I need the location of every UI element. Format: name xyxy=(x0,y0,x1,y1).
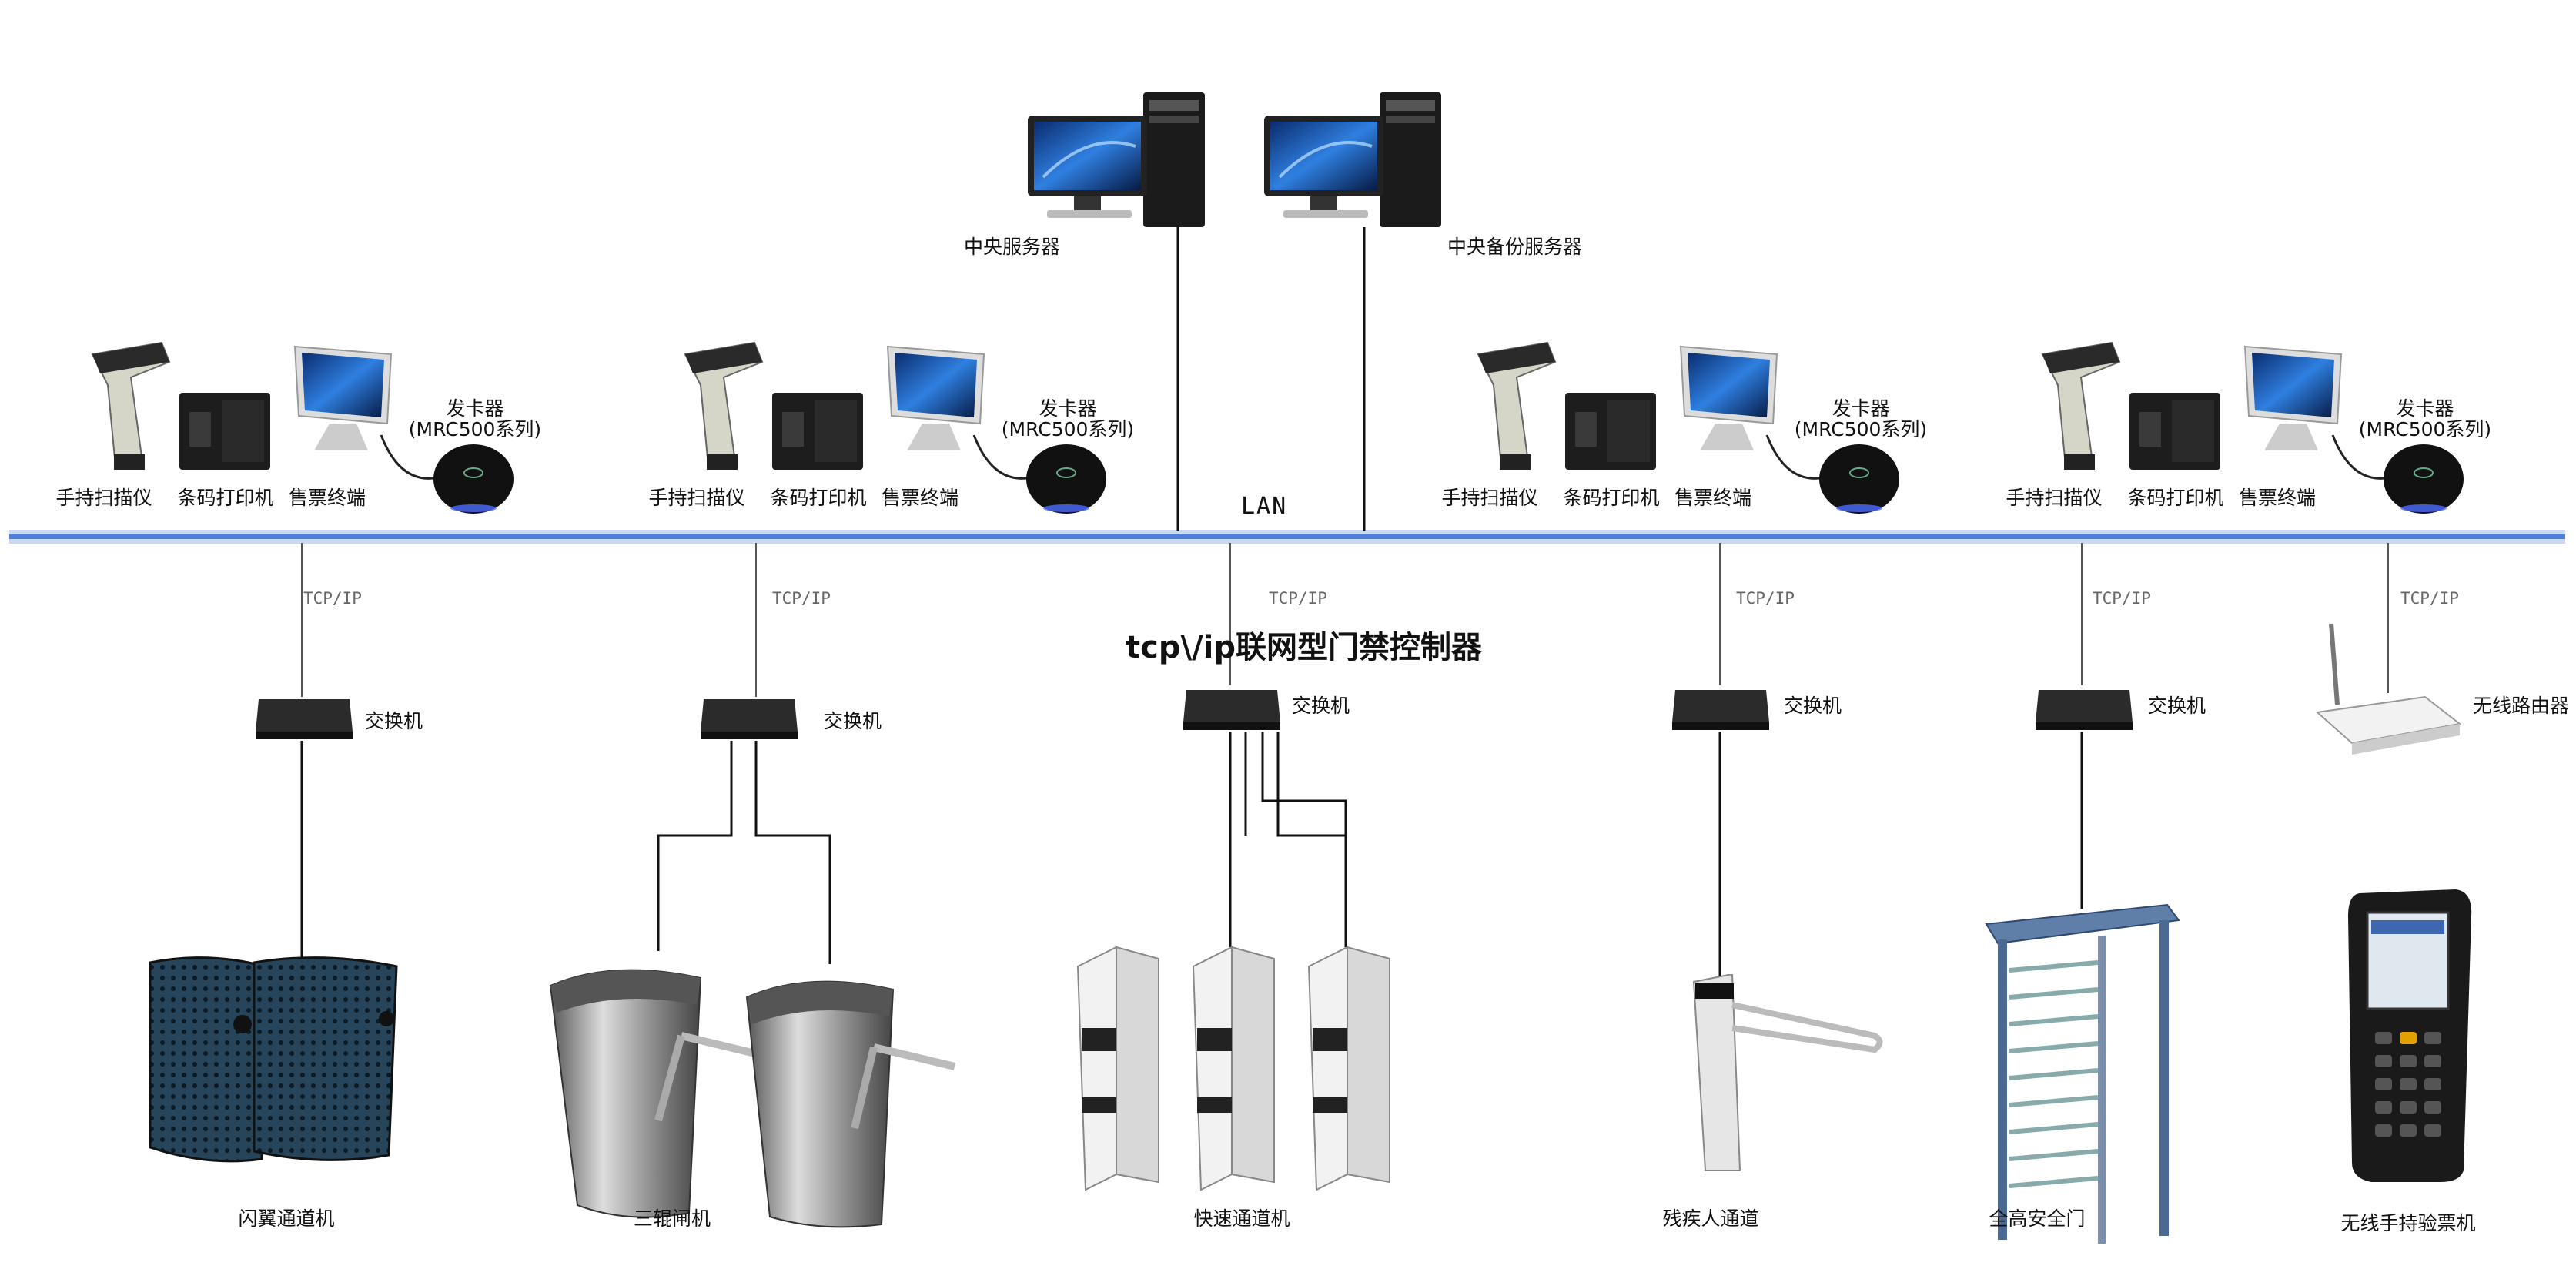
printer-label: 条码打印机 xyxy=(177,487,274,509)
switch-icon xyxy=(1183,690,1280,730)
card-issuer-model: (MRC500系列) xyxy=(408,418,542,440)
ticket-terminal-icon xyxy=(1679,345,1778,450)
card-issuer-icon xyxy=(1026,444,1106,514)
card-issuer-icon xyxy=(433,444,514,514)
card-issuer-label: 发卡器 xyxy=(1832,397,1890,420)
server-computer-icon xyxy=(1028,92,1205,227)
card-issuer-icon xyxy=(2384,444,2464,514)
card-issuer-label: 发卡器 xyxy=(446,397,504,420)
handheld-scanner-icon xyxy=(1477,341,1557,470)
switch-icon xyxy=(256,699,353,739)
endpoint-label: 三辊闸机 xyxy=(633,1207,711,1230)
backup-server-label: 中央备份服务器 xyxy=(1447,236,1583,258)
barcode-printer-icon xyxy=(772,393,863,470)
switch-icon xyxy=(701,699,798,739)
handheld-scanner-icon xyxy=(91,341,171,470)
barcode-printer-icon xyxy=(2129,393,2220,470)
handheld-ticket-checker-icon xyxy=(2348,889,2472,1182)
switch-label: 交换机 xyxy=(2148,695,2206,717)
tcp-label: TCP/IP xyxy=(2093,589,2151,608)
card-issuer-label: 发卡器 xyxy=(1039,397,1097,420)
scanner-label: 手持扫描仪 xyxy=(648,487,745,509)
tcp-label: TCP/IP xyxy=(303,589,362,608)
endpoint-label: 残疾人通道 xyxy=(1662,1207,1759,1230)
terminal-label: 售票终端 xyxy=(2238,487,2317,509)
printer-label: 条码打印机 xyxy=(2127,487,2224,509)
terminal-label: 售票终端 xyxy=(288,487,366,509)
tcp-label: TCP/IP xyxy=(2400,589,2459,608)
card-issuer-label: 发卡器 xyxy=(2396,397,2454,420)
handheld-scanner-icon xyxy=(2041,341,2121,470)
terminal-label: 售票终端 xyxy=(881,487,959,509)
backup-server-computer-icon xyxy=(1264,92,1441,227)
full-height-turnstile-icon xyxy=(1985,903,2180,1244)
tcp-label: TCP/IP xyxy=(772,589,831,608)
disabled-access-gate-icon xyxy=(1692,974,1883,1171)
ticket-terminal-icon xyxy=(293,345,393,450)
tripod-turnstile-icon xyxy=(549,969,956,1228)
ticket-terminal-icon xyxy=(886,345,985,450)
terminal-label: 售票终端 xyxy=(1674,487,1752,509)
scanner-label: 手持扫描仪 xyxy=(2006,487,2103,509)
switch-icon xyxy=(2036,690,2133,730)
switch-label: 交换机 xyxy=(1784,695,1842,717)
tcp-label: TCP/IP xyxy=(1736,589,1795,608)
diagram-title: tcp\/ip联网型门禁控制器 xyxy=(1126,630,1483,665)
switch-icon xyxy=(1672,690,1769,730)
endpoint-label: 全高安全门 xyxy=(1989,1207,2086,1230)
printer-label: 条码打印机 xyxy=(770,487,867,509)
flap-barrier-icon xyxy=(149,956,398,1163)
scanner-label: 手持扫描仪 xyxy=(1441,487,1538,509)
tcp-drops xyxy=(301,543,2389,697)
lan-bus-core xyxy=(9,534,2565,539)
barcode-printer-icon xyxy=(179,393,270,470)
card-issuer-cables xyxy=(380,434,2391,480)
wireless-router-icon xyxy=(2315,623,2462,755)
printer-label: 条码打印机 xyxy=(1563,487,1660,509)
switch-label: 交换机 xyxy=(365,710,423,732)
endpoint-label: 闪翼通道机 xyxy=(238,1207,335,1230)
tcp-label: TCP/IP xyxy=(1269,589,1327,608)
ticket-terminal-icon xyxy=(2243,345,2343,450)
card-issuer-model: (MRC500系列) xyxy=(2358,418,2492,440)
barcode-printer-icon xyxy=(1565,393,1656,470)
card-issuer-icon xyxy=(1819,444,1899,514)
speed-gate-icon xyxy=(1076,946,1390,1191)
switch-label: 交换机 xyxy=(1292,695,1350,717)
router-label: 无线路由器 xyxy=(2473,695,2570,717)
scanner-label: 手持扫描仪 xyxy=(55,487,152,509)
endpoint-label: 快速通道机 xyxy=(1193,1207,1290,1230)
card-issuer-model: (MRC500系列) xyxy=(1794,418,1928,440)
server-label: 中央服务器 xyxy=(964,236,1061,258)
endpoint-label: 无线手持验票机 xyxy=(2340,1212,2476,1234)
card-issuer-model: (MRC500系列) xyxy=(1001,418,1135,440)
lan-label: LAN xyxy=(1241,493,1288,520)
handheld-scanner-icon xyxy=(684,341,764,470)
switch-label: 交换机 xyxy=(824,710,882,732)
endpoint-wires xyxy=(300,732,2083,978)
